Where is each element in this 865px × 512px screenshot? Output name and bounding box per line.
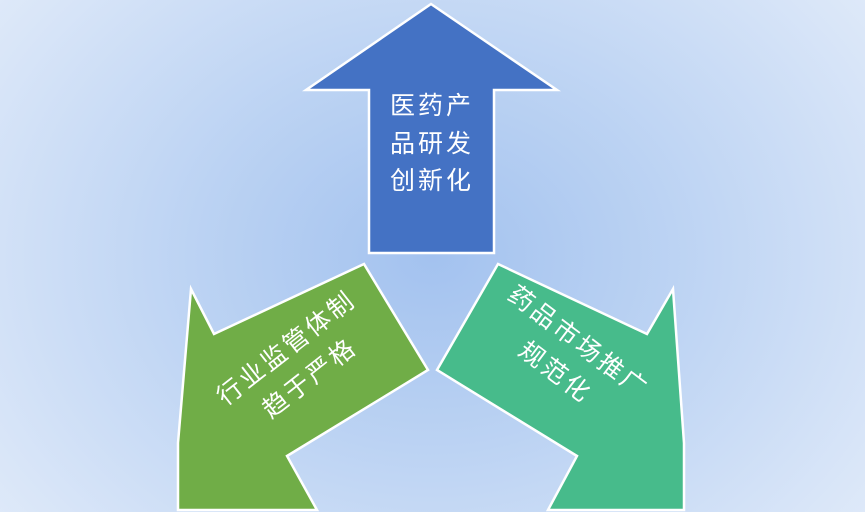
arrow-up-label-line: 品研发 [389,128,475,158]
arrow-up-label-line: 医药产 [389,90,475,120]
arrow-up-label-line: 创新化 [389,165,475,195]
arrow-down-right-shape [435,262,686,512]
arrow-up-label: 医药产 品研发 创新化 [390,87,474,200]
arrow-down-left-shape [176,262,430,512]
arrow-up-shape [301,2,562,255]
